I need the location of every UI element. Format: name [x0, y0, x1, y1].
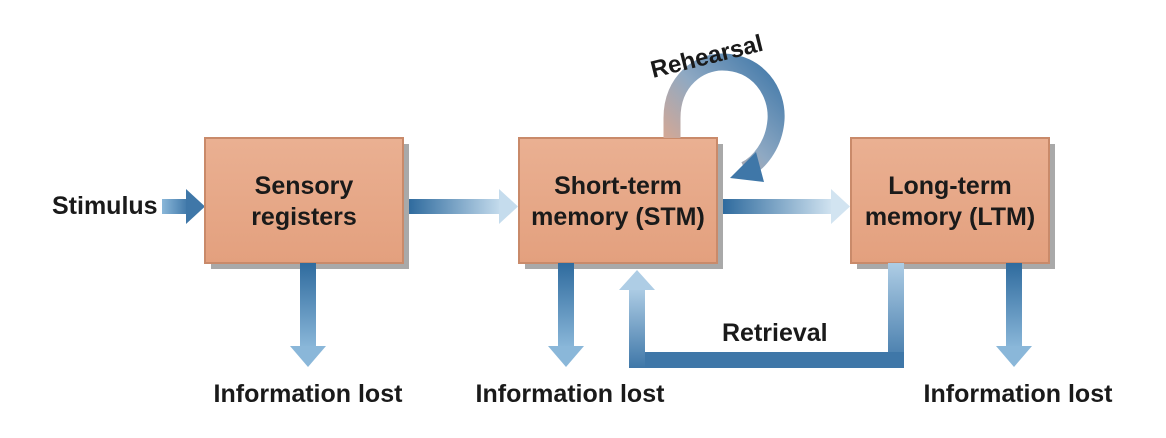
info-lost-label-sensory: Information lost: [214, 380, 404, 408]
stm-to-ltm-arrow: [723, 189, 850, 224]
stm-box-line2: memory (STM): [531, 203, 705, 231]
stm-info-lost-arrow: [548, 263, 584, 367]
ltm-box: Long-term memory (LTM): [850, 137, 1055, 269]
info-lost-label-stm: Information lost: [476, 380, 666, 408]
info-lost-label-ltm: Information lost: [924, 380, 1114, 408]
sensory-box-line1: Sensory: [255, 172, 354, 200]
stm-box-line1: Short-term: [554, 172, 682, 200]
sensory-to-stm-arrow: [409, 189, 518, 224]
stimulus-label: Stimulus: [52, 192, 158, 220]
ltm-box-line1: Long-term: [888, 172, 1012, 200]
retrieval-arrow: [619, 263, 904, 368]
stimulus-arrow: [162, 189, 205, 224]
retrieval-label: Retrieval: [722, 319, 828, 347]
sensory-registers-box: Sensory registers: [204, 137, 409, 269]
ltm-box-line2: memory (LTM): [865, 203, 1035, 231]
stm-box: Short-term memory (STM): [518, 137, 723, 269]
rehearsal-loop-arrow: [663, 53, 785, 182]
ltm-info-lost-arrow: [996, 263, 1032, 367]
sensory-box-line2: registers: [251, 203, 357, 231]
sensory-info-lost-arrow: [290, 263, 326, 367]
